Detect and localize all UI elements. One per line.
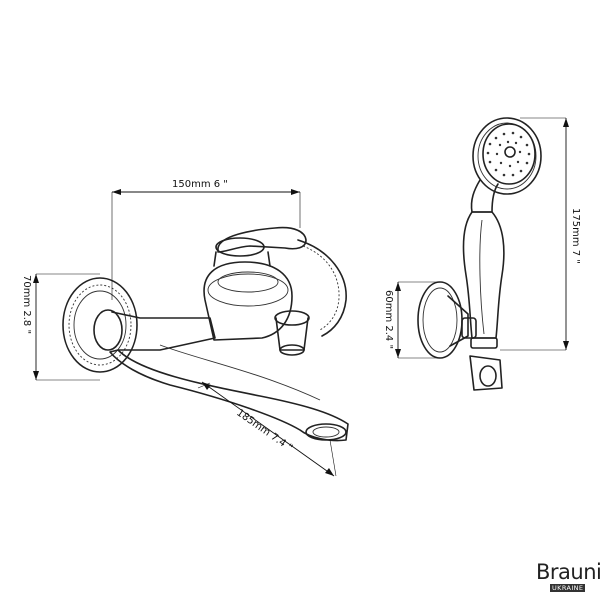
logo-main-text: Brauni bbox=[536, 560, 600, 584]
label-handshower-length: 175mm 7 " bbox=[570, 208, 581, 264]
shower-holder bbox=[417, 281, 477, 359]
dim-handshower-length bbox=[500, 117, 569, 351]
hand-shower bbox=[462, 117, 542, 391]
shower-nozzles bbox=[486, 131, 531, 177]
dim-faucet-height bbox=[33, 273, 100, 381]
brand-logo: Brauni UKRAINE bbox=[536, 560, 600, 594]
faucet-body bbox=[109, 226, 349, 442]
label-holder-height: 60mm 2.4 " bbox=[383, 290, 394, 349]
label-faucet-width: 150mm 6 " bbox=[172, 179, 228, 190]
wall-flange bbox=[62, 277, 138, 373]
dim-spout-length bbox=[197, 381, 337, 477]
dim-holder-height bbox=[395, 281, 440, 359]
logo-sub-text: UKRAINE bbox=[550, 584, 586, 592]
label-faucet-height: 70mm 2.8 " bbox=[21, 275, 32, 334]
dim-faucet-width bbox=[111, 189, 301, 300]
